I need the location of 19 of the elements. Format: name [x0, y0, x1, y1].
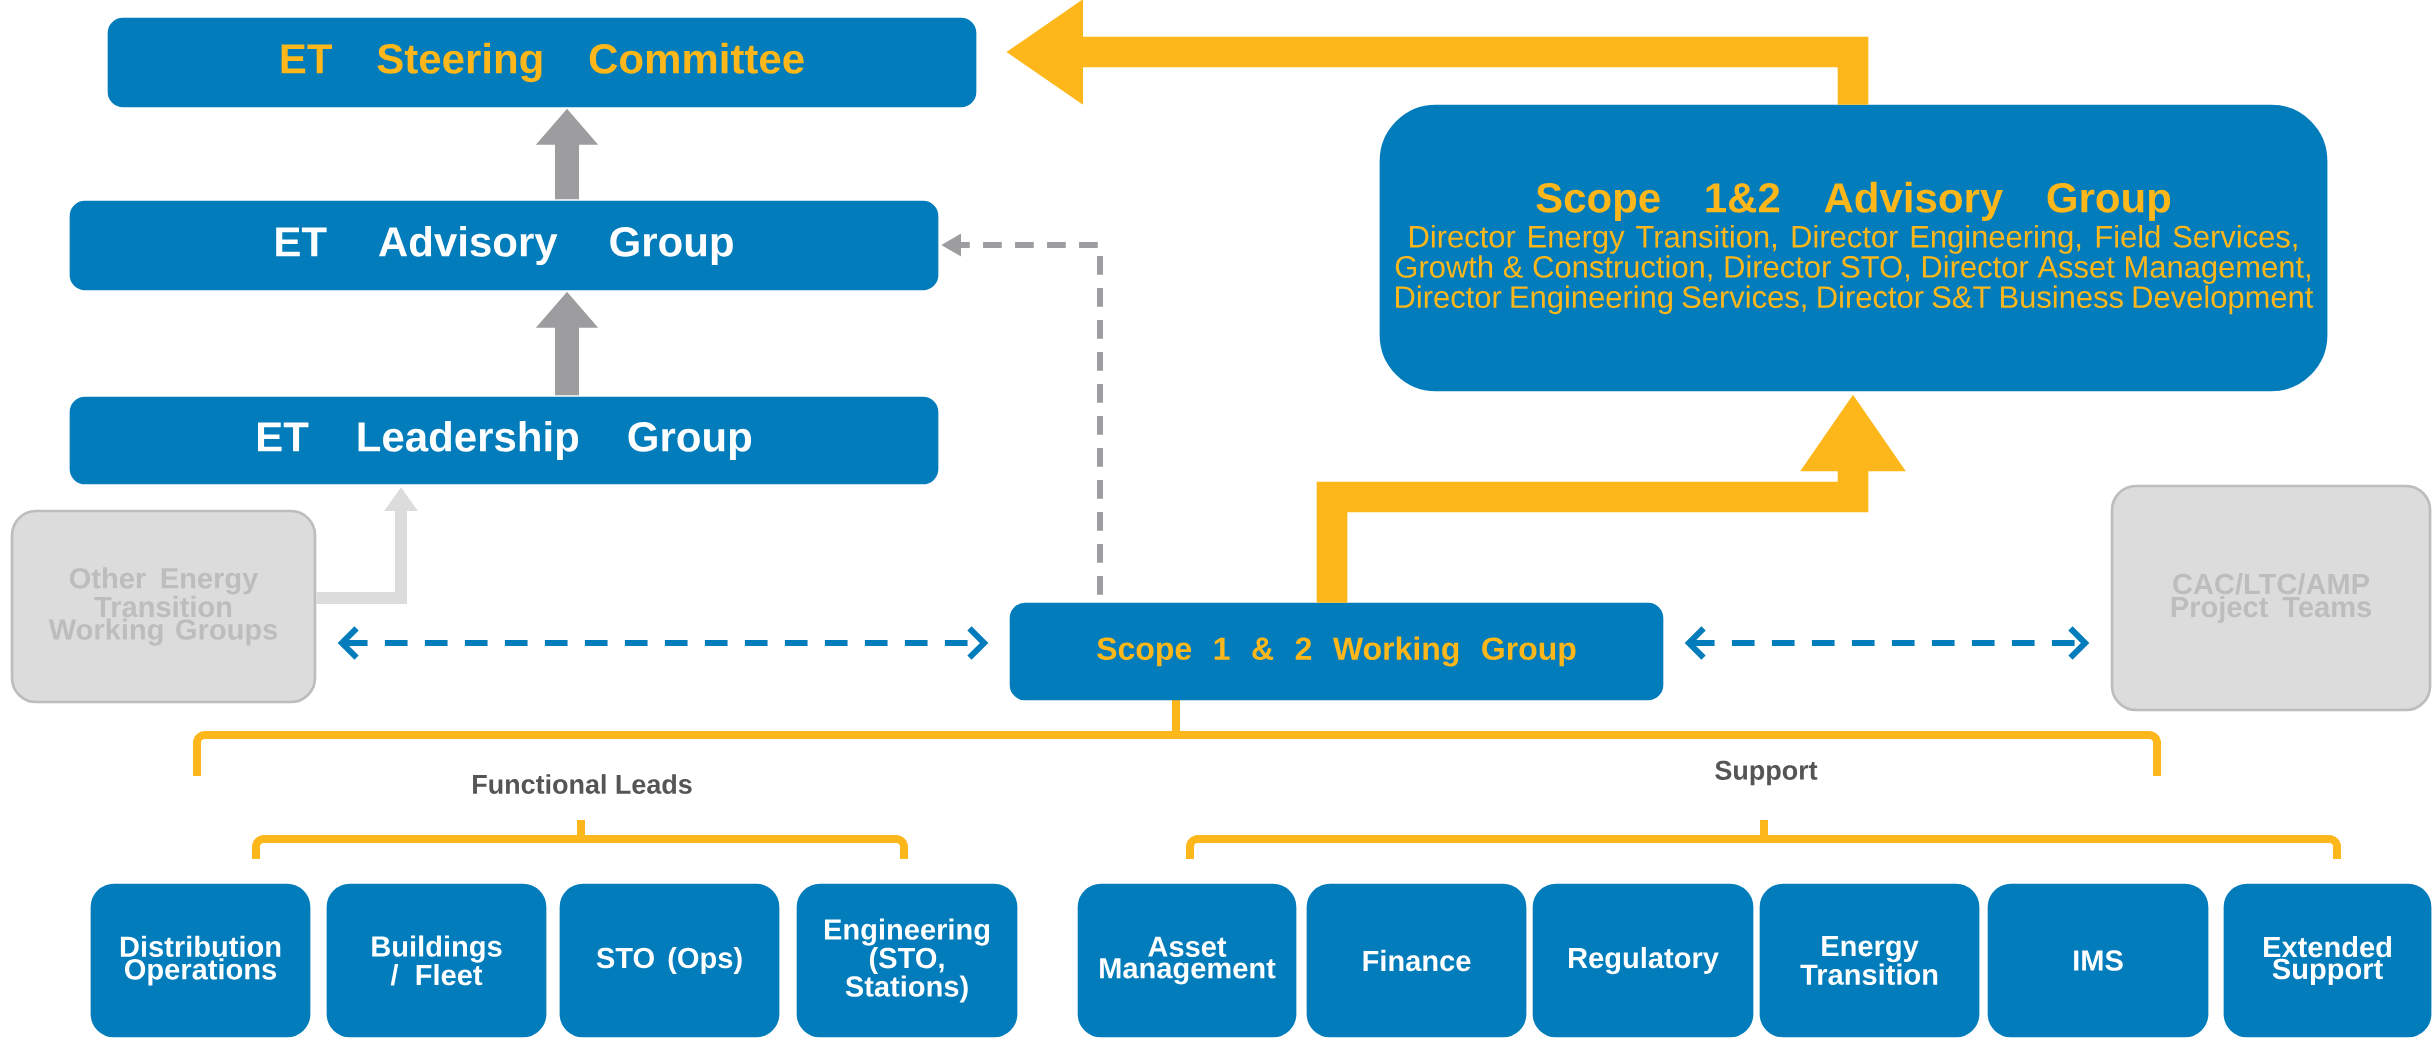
group-label: Support	[1715, 760, 1818, 786]
arrow	[337, 626, 989, 660]
group-box: Scope 1 & 2 Working Group	[1009, 602, 1664, 701]
group-box: Scope 1&2 Advisory Group Director Energy Transition, Director Engineering, Field Services, Growth & Construction, Director STO, Director Asset Management, Director Engineering Services, Director S&T Business Development	[1379, 104, 2328, 392]
arrow	[1684, 626, 2090, 660]
team-box: Asset Management	[1077, 883, 1297, 1038]
group-box: ET Advisory Group	[69, 200, 939, 291]
team-box: STO (Ops)	[559, 883, 780, 1038]
team-box: Finance	[1306, 883, 1527, 1038]
team-box: Engineering (STO, Stations)	[796, 883, 1018, 1038]
team-box: IMS	[1987, 883, 2209, 1038]
group-box: ET Leadership Group	[69, 396, 939, 485]
group-label: Functional Leads	[473, 774, 692, 794]
group-box: ET Steering Committee	[107, 17, 977, 108]
team-box: Distribution Operations	[90, 883, 311, 1038]
team-box: Extended Support	[2223, 883, 2432, 1038]
team-box: Energy Transition	[1759, 883, 1980, 1038]
team-box: Regulatory	[1532, 883, 1754, 1038]
team-box: Buildings / Fleet	[326, 883, 547, 1038]
